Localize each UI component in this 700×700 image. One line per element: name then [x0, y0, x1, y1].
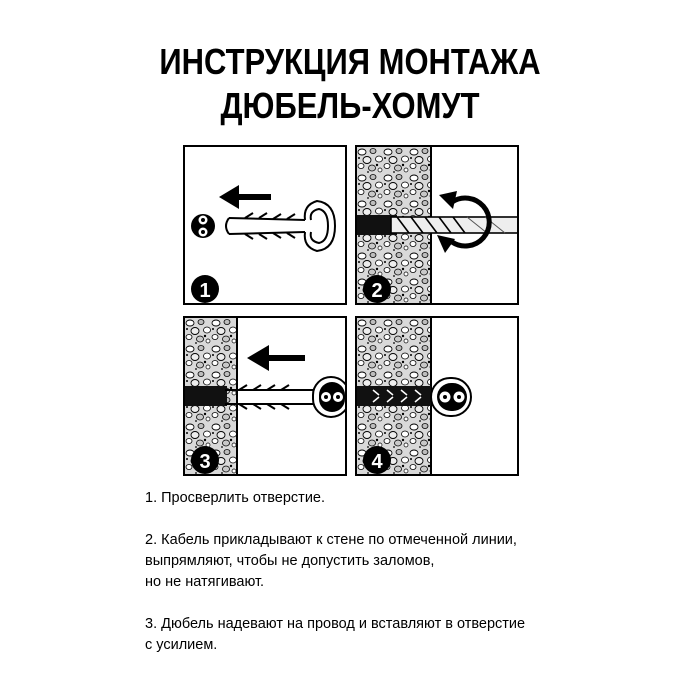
- step-3-panel: 3: [183, 316, 347, 476]
- installed-illustration: 4: [357, 318, 472, 474]
- cable-clamp-icon: [430, 377, 472, 417]
- title-line-2: ДЮБЕЛЬ-ХОМУТ: [220, 85, 480, 126]
- step-3-text: 3. Дюбель надевают на провод и вставляют…: [145, 614, 665, 656]
- step-3-line-2: с усилием.: [145, 637, 218, 653]
- step-2-line-3: но не натягивают.: [145, 574, 265, 590]
- arrow-left-icon: [219, 185, 271, 209]
- drill-bit-icon: [390, 216, 517, 234]
- step-2-line-2: выпрямляют, чтобы не допустить заломов,: [145, 553, 435, 569]
- title-line-1: ИНСТРУКЦИЯ МОНТАЖА: [159, 41, 541, 82]
- step-1-text: 1. Просверлить отверстие.: [145, 488, 665, 509]
- dowel-clamp-icon: [225, 199, 337, 253]
- step-number: 2: [371, 280, 382, 302]
- step-1-panel: 1: [183, 145, 347, 305]
- step-1-line-1: 1. Просверлить отверстие.: [145, 490, 326, 506]
- dowel-teeth: [372, 389, 422, 403]
- step-number-badge: [363, 446, 391, 474]
- insertion-illustration: 3: [185, 318, 345, 474]
- drilling-illustration: 2: [357, 147, 517, 303]
- drill-hole: [357, 215, 397, 235]
- dowel-clamp-icon: [225, 384, 323, 410]
- step-2-panel: 2: [355, 145, 519, 305]
- step-number-badge: [191, 275, 219, 303]
- step-3-line-1: 3. Дюбель надевают на провод и вставляют…: [145, 616, 526, 632]
- step-number: 3: [199, 451, 210, 473]
- step-number: 4: [371, 451, 383, 473]
- rotation-arrow-icon: [450, 195, 492, 249]
- step-number-badge: [363, 275, 391, 303]
- step-number: 1: [199, 280, 210, 302]
- step-4-panel: 4: [355, 316, 519, 476]
- cable-clamp-icon: [312, 376, 345, 418]
- rotation-arrowhead-bottom-icon: [437, 235, 455, 253]
- dowel-clamp-illustration: 1: [191, 185, 337, 303]
- arrow-left-icon: [247, 345, 305, 371]
- step-2-line-1: 2. Кабель прикладывают к стене по отмече…: [145, 532, 517, 548]
- step-2-text: 2. Кабель прикладывают к стене по отмече…: [145, 530, 665, 593]
- cable-end-icon: [191, 214, 215, 238]
- drill-hole: [357, 386, 431, 406]
- drill-hole: [185, 386, 227, 406]
- instruction-steps: 1. Просверлить отверстие. 2. Кабель прик…: [145, 488, 665, 677]
- step-number-badge: [191, 446, 219, 474]
- rotation-arrowhead-top-icon: [439, 191, 457, 209]
